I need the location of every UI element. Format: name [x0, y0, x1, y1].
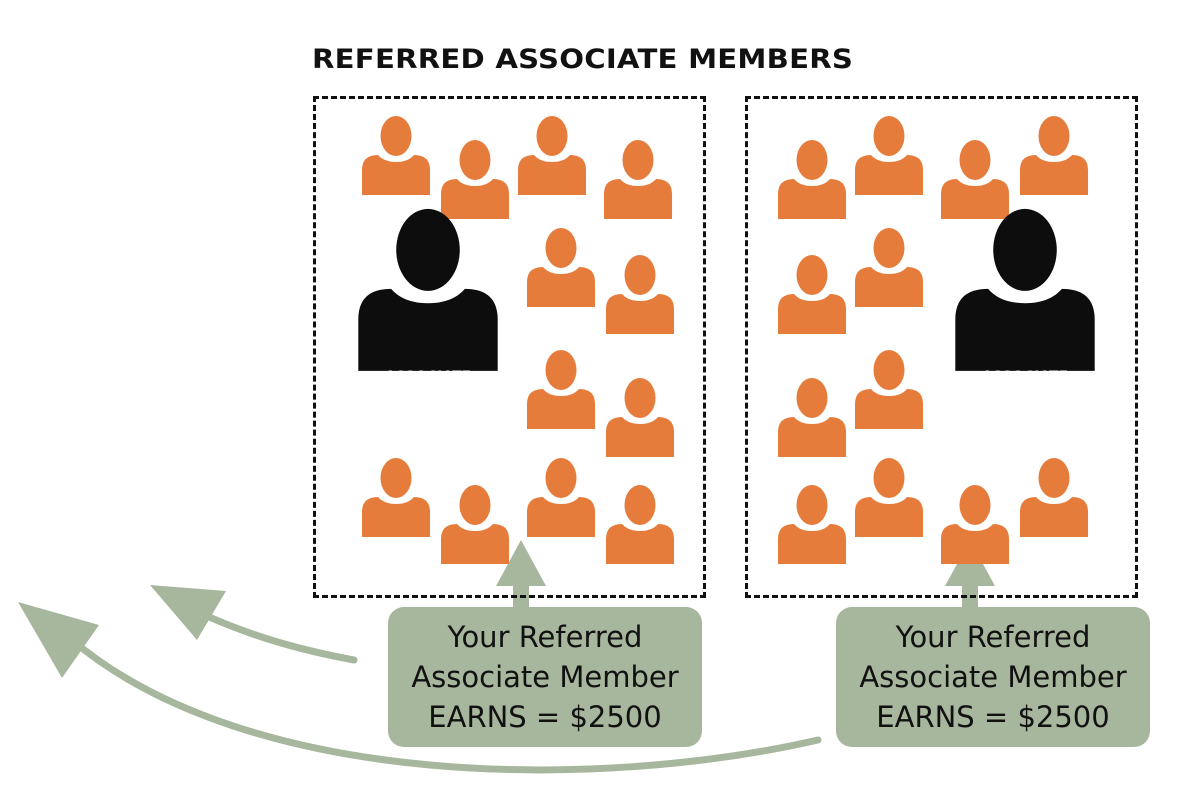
return-arrows	[18, 585, 822, 774]
associate-label-line: MEMBER	[393, 386, 463, 406]
earnings-callout-2: Your Referred Associate Member EARNS = $…	[836, 607, 1150, 747]
outer-arrowhead	[18, 602, 99, 678]
callout-line: Your Referred	[447, 620, 643, 654]
associate-label-number: 3	[1020, 404, 1030, 424]
associate-label-line: ASSOCIATE	[981, 368, 1069, 388]
callout-earnings: EARNS = $2500	[876, 700, 1110, 734]
diagram-heading: REFERRED ASSOCIATE MEMBERS	[312, 44, 854, 75]
inner-return-arrow	[194, 608, 358, 664]
callout-line: Associate Member	[859, 660, 1127, 694]
associate-label-line: MEMBER	[990, 386, 1060, 406]
callout-line: Associate Member	[411, 660, 679, 694]
associate-label-line: ASSOCIATE	[384, 368, 472, 388]
callout-earnings: EARNS = $2500	[428, 700, 662, 734]
up-arrowhead-1	[496, 540, 546, 586]
inner-arrowhead	[150, 585, 226, 640]
group-box-1	[313, 96, 706, 598]
earnings-callout-1: Your Referred Associate Member EARNS = $…	[388, 607, 702, 747]
associate-label-1: ASSOCIATE MEMBER 2	[383, 369, 473, 423]
associate-label-number: 2	[423, 404, 433, 424]
callout-line: Your Referred	[895, 620, 1091, 654]
associate-label-2: ASSOCIATE MEMBER 3	[980, 369, 1070, 423]
outer-return-arrow	[68, 636, 822, 774]
group-box-2	[745, 96, 1138, 598]
